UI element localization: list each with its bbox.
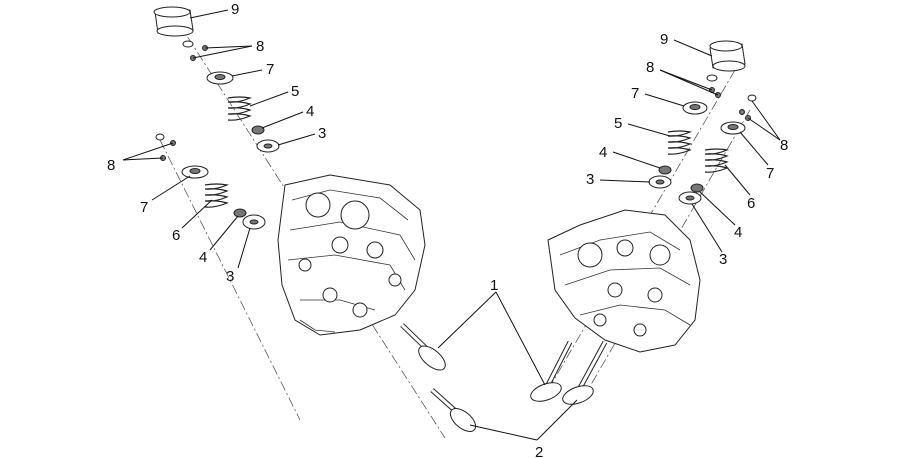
callout-4-right-lower: 4 (734, 224, 742, 241)
callout-9-right: 9 (660, 31, 668, 48)
callout-9-left: 9 (231, 1, 239, 18)
callout-1: 1 (490, 277, 498, 294)
exhaust-valve-right (562, 340, 608, 405)
leader-lines (122, 9, 781, 441)
callout-8-right-upper: 8 (646, 59, 654, 76)
callout-2: 2 (535, 444, 543, 458)
callout-7-left-lower: 7 (140, 199, 148, 216)
callout-3-right-lower: 3 (719, 251, 727, 268)
callout-6-left: 6 (172, 227, 180, 244)
tappet-bucket-left (153, 6, 194, 37)
callout-3-left-lower: 3 (226, 268, 234, 285)
intake-valve-left (400, 323, 446, 371)
intake-valve-right (530, 340, 573, 402)
callout-7-left-upper: 7 (266, 61, 274, 78)
callout-8-left-upper: 8 (256, 38, 264, 55)
callout-3-left-upper: 3 (318, 125, 326, 142)
callout-labels: 9 8 7 5 4 3 8 7 6 4 3 1 2 9 8 7 5 4 3 8 … (107, 1, 788, 458)
exhaust-valve-left (430, 388, 477, 432)
callout-3-right-upper: 3 (586, 171, 594, 188)
callout-5-right: 5 (614, 115, 622, 132)
right-upper-valve-stack (648, 40, 746, 189)
callout-7-right-lower: 7 (766, 165, 774, 182)
callout-4-left-lower: 4 (199, 249, 207, 266)
left-cylinder-head (277, 174, 426, 336)
callout-4-right-upper: 4 (599, 144, 607, 161)
tappet-bucket-right (709, 40, 746, 72)
callout-5-left: 5 (291, 83, 299, 100)
left-upper-valve-stack (153, 6, 280, 153)
callout-6-right: 6 (747, 195, 755, 212)
callout-8-left-lower: 8 (107, 157, 115, 174)
right-cylinder-head (547, 209, 701, 353)
callout-7-right-upper: 7 (631, 85, 639, 102)
left-lower-valve-stack (155, 133, 266, 230)
callout-4-left-upper: 4 (306, 103, 314, 120)
callout-8-right-lower: 8 (780, 137, 788, 154)
